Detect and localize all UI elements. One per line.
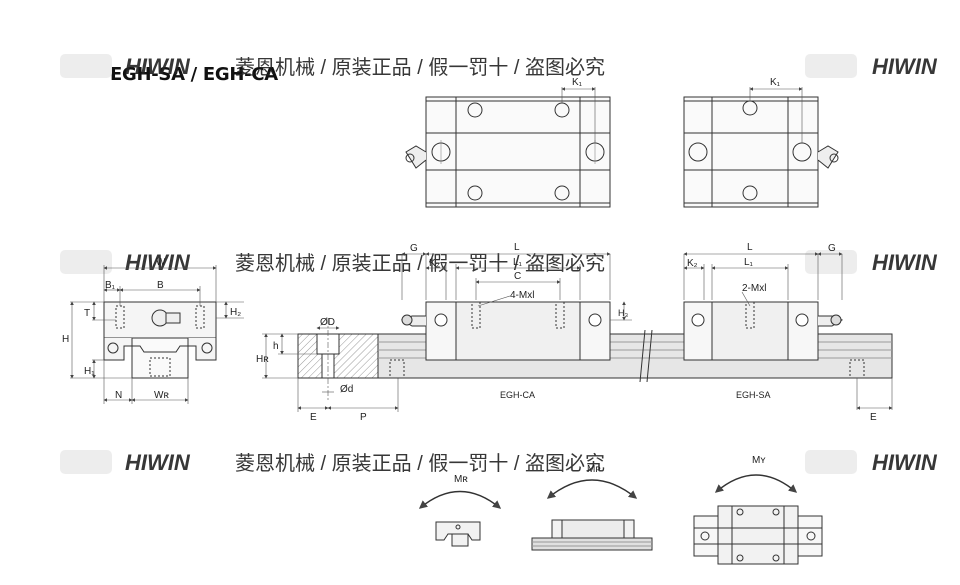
dim-d: Ød (340, 384, 353, 395)
watermark-logo (60, 250, 112, 274)
dim-H3: H₃ (618, 308, 628, 318)
watermark-row-1: HIWIN 菱恩机械 / 原装正品 / 假一罚十 / 盗图必究 HIWIN (60, 54, 938, 79)
dim-D: ØD (320, 317, 335, 328)
dim-H2: H₂ (230, 307, 241, 318)
moment-MP (531, 479, 653, 551)
dim-G-ca: G (410, 243, 418, 254)
moment-MY (693, 474, 823, 565)
dim-H: H (62, 334, 69, 345)
dim-H1: H₁ (84, 366, 95, 377)
dim-P: P (360, 412, 367, 423)
watermark-brand: HIWIN (872, 450, 938, 475)
dim-K1-sa: K₁ (770, 77, 781, 88)
watermark-brand: HIWIN (872, 250, 938, 275)
watermark-brand: HIWIN (125, 54, 191, 79)
side-view-sa-carriage (683, 252, 844, 361)
dim-G-sa: G (828, 243, 836, 254)
dim-B1: B₁ (105, 280, 116, 291)
watermark-brand: HIWIN (125, 450, 191, 475)
moment-MR (418, 490, 502, 547)
dim-W: W (156, 257, 166, 268)
diagram-title: EGH-SA / EGH-CA (110, 64, 278, 85)
watermark-slogan: 菱恩机械 / 原装正品 / 假一罚十 / 盗图必究 (235, 56, 605, 79)
dim-K2-sa: K₂ (687, 258, 698, 269)
dim-B: B (157, 280, 164, 291)
dim-C: C (514, 271, 521, 282)
watermark-logo (805, 54, 857, 78)
side-view-ca-carriage (400, 252, 632, 361)
dim-K1-ca: K₁ (572, 77, 583, 88)
dim-E-right: E (870, 412, 877, 423)
watermark-row-3: HIWIN 菱恩机械 / 原装正品 / 假一罚十 / 盗图必究 HIWIN (60, 450, 938, 475)
dim-T: T (84, 308, 90, 319)
label-MY: Mʏ (752, 455, 766, 466)
dim-L1-sa: L₁ (744, 257, 754, 268)
watermark-logo (805, 450, 857, 474)
front-view (70, 265, 244, 404)
watermark-slogan: 菱恩机械 / 原装正品 / 假一罚十 / 盗图必究 (235, 252, 605, 275)
dim-L-ca: L (514, 242, 520, 253)
watermark-brand: HIWIN (872, 54, 938, 79)
callout-4-mxl: 4-Mxl (510, 290, 534, 301)
dim-h: h (273, 341, 279, 352)
watermark-logo (60, 54, 112, 78)
top-view-sa-block (683, 87, 839, 208)
caption-egh-ca: EGH-CA (500, 390, 535, 400)
dim-HR: Hʀ (256, 354, 269, 365)
dim-L1-ca: L₁ (513, 257, 523, 268)
dim-WR: Wʀ (154, 390, 169, 401)
label-MR: Mʀ (454, 474, 468, 485)
watermark-slogan: 菱恩机械 / 原装正品 / 假一罚十 / 盗图必究 (235, 452, 605, 475)
label-MP: Mᴘ (587, 464, 601, 475)
callout-2-mxl: 2-Mxl (742, 283, 766, 294)
top-view-ca-block (405, 87, 611, 208)
dim-E-left: E (310, 412, 317, 423)
watermark-brand: HIWIN (125, 250, 191, 275)
watermark-layer: HIWIN 菱恩机械 / 原装正品 / 假一罚十 / 盗图必究 HIWIN HI… (60, 54, 938, 475)
dim-L-sa: L (747, 242, 753, 253)
caption-egh-sa: EGH-SA (736, 390, 771, 400)
dim-K2-ca: K₂ (429, 258, 440, 269)
dim-N: N (115, 390, 122, 401)
watermark-logo (60, 450, 112, 474)
